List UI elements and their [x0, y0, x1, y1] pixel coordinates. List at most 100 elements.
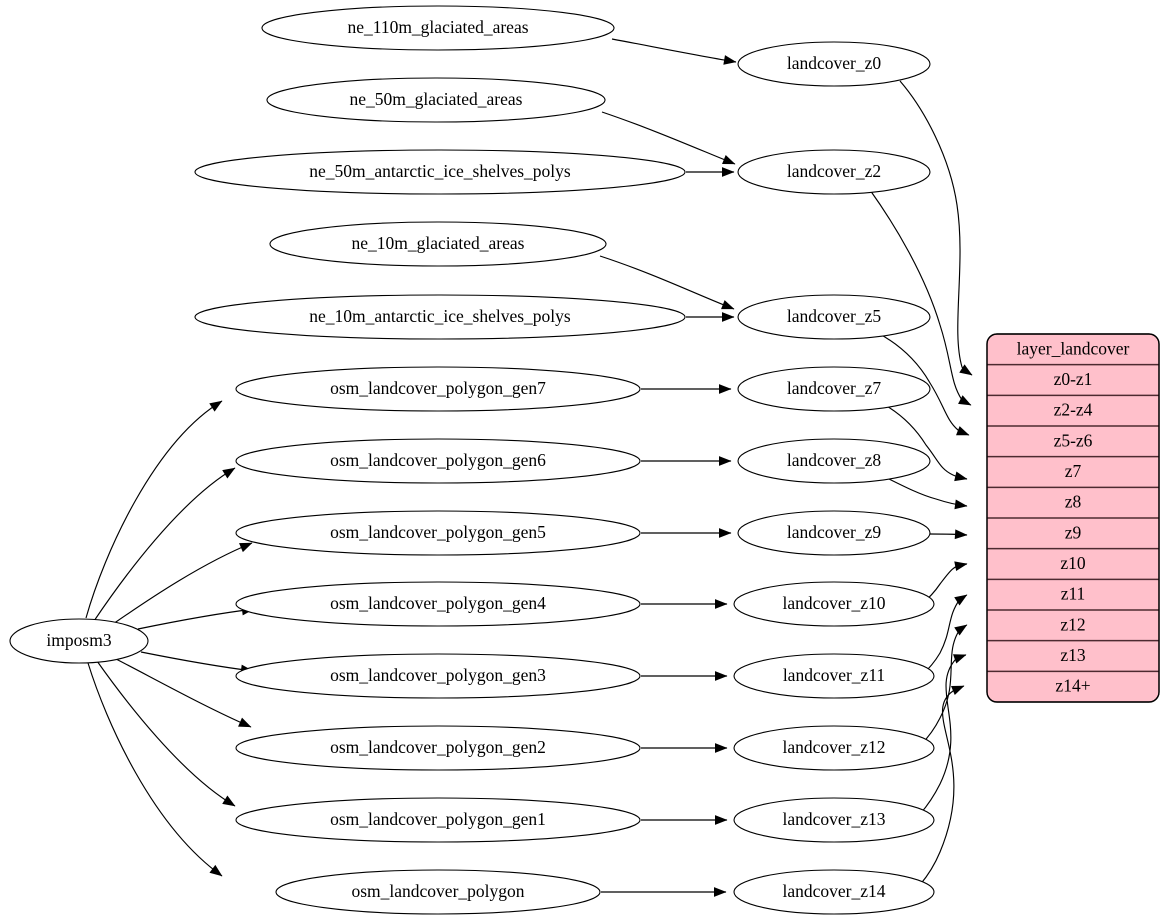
node-label: landcover_z9 — [787, 522, 882, 542]
input-node-osm_landcover_polygon_gen7[interactable]: osm_landcover_polygon_gen7 — [235, 366, 641, 412]
edge-arrowhead-icon — [954, 561, 968, 571]
edge-line — [85, 400, 223, 619]
input-node-ne_110m_glaciated_areas[interactable]: ne_110m_glaciated_areas — [261, 5, 615, 51]
layer-node-landcover_z5[interactable]: landcover_z5 — [737, 294, 931, 340]
layer-node-landcover_z11[interactable]: landcover_z11 — [733, 653, 935, 699]
edge-line — [93, 467, 236, 622]
input-node-ne_50m_glaciated_areas[interactable]: ne_50m_glaciated_areas — [266, 77, 606, 123]
table-row[interactable]: z0-z1 — [987, 365, 1159, 396]
node-label: landcover_z12 — [782, 737, 885, 757]
edge-line — [115, 658, 252, 728]
layer-node-landcover_z8[interactable]: landcover_z8 — [737, 438, 931, 484]
edge-osm_landcover_polygon_gen3-to-landcover_z11 — [640, 671, 728, 681]
input-node-osm_landcover_polygon_gen6[interactable]: osm_landcover_polygon_gen6 — [235, 438, 641, 484]
node-label: osm_landcover_polygon_gen7 — [330, 378, 546, 398]
edge-arrowhead-icon — [719, 456, 732, 466]
edge-osm_landcover_polygon_gen1-to-landcover_z13 — [641, 815, 728, 825]
node-shape — [194, 294, 686, 340]
edge-osm_landcover_polygon_gen6-to-landcover_z8 — [641, 456, 732, 466]
edge-ne_10m_antarctic_ice_shelves_polys-to-landcover_z5 — [686, 312, 735, 322]
node-shape — [737, 294, 931, 340]
input-node-osm_landcover_polygon_gen2[interactable]: osm_landcover_polygon_gen2 — [235, 725, 641, 771]
table-row[interactable]: z12 — [987, 610, 1159, 641]
edge-line — [87, 662, 223, 877]
edge-arrowhead-icon — [953, 654, 967, 664]
node-label: osm_landcover_polygon_gen1 — [330, 809, 546, 829]
node-label: imposm3 — [46, 630, 111, 650]
edge-arrowhead-icon — [954, 471, 968, 482]
edge-landcover_z2-to-layer_landcover_row_1 — [869, 189, 972, 406]
table-row[interactable]: z10 — [987, 549, 1159, 580]
node-label: landcover_z10 — [782, 593, 885, 613]
node-shape — [235, 725, 641, 771]
node-label: ne_110m_glaciated_areas — [347, 17, 528, 37]
node-label: ne_10m_antarctic_ice_shelves_polys — [309, 306, 571, 326]
layer-node-landcover_z12[interactable]: landcover_z12 — [733, 725, 935, 771]
node-shape — [737, 149, 931, 195]
edge-arrowhead-icon — [222, 795, 236, 807]
input-node-osm_landcover_polygon_gen3[interactable]: osm_landcover_polygon_gen3 — [235, 653, 641, 699]
edge-line — [140, 651, 254, 672]
input-node-osm_landcover_polygon_gen5[interactable]: osm_landcover_polygon_gen5 — [235, 510, 641, 556]
table-row[interactable]: z11 — [987, 579, 1159, 610]
input-node-ne_10m_glaciated_areas[interactable]: ne_10m_glaciated_areas — [269, 221, 607, 267]
layer-node-landcover_z2[interactable]: landcover_z2 — [737, 149, 931, 195]
table-row[interactable]: z14+ — [987, 671, 1159, 702]
edge-osm_landcover_polygon-to-landcover_z14 — [600, 887, 727, 897]
edge-arrowhead-icon — [719, 528, 732, 538]
layer-node-landcover_z13[interactable]: landcover_z13 — [733, 797, 935, 843]
node-label: landcover_z14 — [782, 881, 885, 901]
table-row[interactable]: z9 — [987, 518, 1159, 549]
node-label: landcover_z5 — [787, 306, 882, 326]
layer-node-landcover_z10[interactable]: landcover_z10 — [733, 581, 935, 627]
source-node-imposm3[interactable]: imposm3 — [9, 618, 149, 664]
edge-arrowhead-icon — [715, 599, 728, 609]
edge-arrowhead-icon — [954, 499, 968, 510]
table-row-label: z0-z1 — [1054, 369, 1093, 389]
node-shape — [235, 366, 641, 412]
node-label: ne_50m_glaciated_areas — [350, 89, 523, 109]
node-shape — [266, 77, 606, 123]
input-node-osm_landcover_polygon_gen1[interactable]: osm_landcover_polygon_gen1 — [235, 797, 641, 843]
input-node-osm_landcover_polygon[interactable]: osm_landcover_polygon — [275, 869, 601, 915]
table-row[interactable]: z8 — [987, 487, 1159, 518]
edge-arrowhead-icon — [722, 154, 736, 165]
input-node-ne_50m_antarctic_ice_shelves_polys[interactable]: ne_50m_antarctic_ice_shelves_polys — [194, 149, 686, 195]
node-shape — [733, 869, 935, 915]
edge-arrowhead-icon — [715, 815, 728, 825]
edge-arrowhead-icon — [722, 312, 735, 322]
edge-arrowhead-icon — [238, 717, 252, 728]
node-label: landcover_z2 — [787, 161, 881, 181]
node-shape — [737, 366, 931, 412]
edge-arrowhead-icon — [951, 685, 965, 696]
node-label: osm_landcover_polygon_gen5 — [330, 522, 546, 542]
node-label: osm_landcover_polygon_gen6 — [330, 450, 546, 470]
input-node-osm_landcover_polygon_gen4[interactable]: osm_landcover_polygon_gen4 — [235, 581, 641, 627]
layer-node-landcover_z9[interactable]: landcover_z9 — [737, 510, 931, 556]
edge-arrowhead-icon — [715, 671, 728, 681]
layer-landcover-table[interactable]: layer_landcoverz0-z1z2-z4z5-z6z7z8z9z10z… — [986, 333, 1160, 703]
edge-arrowhead-icon — [209, 864, 223, 877]
edge-arrowhead-icon — [959, 364, 973, 376]
edge-landcover_z14-to-layer_landcover_row_10 — [892, 685, 965, 909]
layer-node-landcover_z14[interactable]: landcover_z14 — [733, 869, 935, 915]
node-shape — [194, 149, 686, 195]
layer-node-landcover_z7[interactable]: landcover_z7 — [737, 366, 931, 412]
edge-imposm3-to-osm_landcover_polygon — [87, 662, 223, 877]
node-label: landcover_z11 — [783, 665, 885, 685]
table-row[interactable]: z13 — [987, 641, 1159, 672]
table-row[interactable]: z7 — [987, 457, 1159, 488]
layer-node-landcover_z0[interactable]: landcover_z0 — [737, 41, 931, 87]
edge-landcover_z5-to-layer_landcover_row_2 — [877, 332, 970, 436]
table-row[interactable]: z5-z6 — [987, 426, 1159, 457]
table-row[interactable]: z2-z4 — [987, 395, 1159, 426]
edge-arrowhead-icon — [954, 594, 968, 606]
input-node-ne_10m_antarctic_ice_shelves_polys[interactable]: ne_10m_antarctic_ice_shelves_polys — [194, 294, 686, 340]
edge-ne_110m_glaciated_areas-to-landcover_z0 — [611, 38, 737, 65]
node-shape — [737, 41, 931, 87]
edge-ne_50m_antarctic_ice_shelves_polys-to-landcover_z2 — [685, 167, 735, 177]
edge-imposm3-to-osm_landcover_polygon_gen1 — [96, 660, 236, 807]
node-shape — [261, 5, 615, 51]
